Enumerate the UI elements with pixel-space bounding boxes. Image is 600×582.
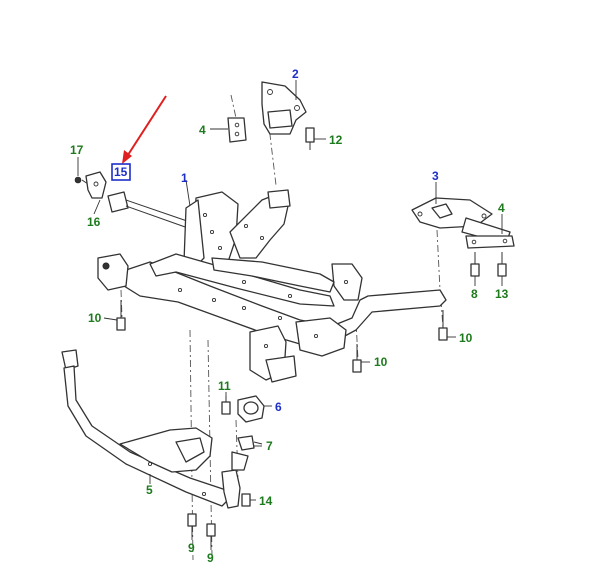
callout-10-left: 10 xyxy=(88,311,102,325)
callout-14: 14 xyxy=(259,494,273,508)
part-clip-7 xyxy=(237,435,263,451)
callout-11: 11 xyxy=(218,379,231,393)
leader-lines xyxy=(77,80,503,550)
callout-6: 6 xyxy=(275,400,282,414)
part-bolts-10 xyxy=(116,300,448,373)
callout-labels: 1 2 3 4 4 5 6 7 8 9 9 10 10 10 11 12 13 … xyxy=(70,67,509,565)
callout-8: 8 xyxy=(471,287,478,301)
callout-3: 3 xyxy=(432,169,439,183)
part-bolt-12 xyxy=(305,127,315,150)
part-upper-mount-bracket xyxy=(261,81,307,135)
callout-16: 16 xyxy=(87,215,101,229)
callout-10-center: 10 xyxy=(374,355,388,369)
callout-7: 7 xyxy=(266,439,273,453)
callout-5: 5 xyxy=(146,483,153,497)
pointer-arrow xyxy=(122,95,167,164)
callout-4-upper: 4 xyxy=(199,123,206,137)
part-lower-cradle xyxy=(61,349,249,509)
callout-15: 15 xyxy=(114,165,128,179)
callout-12: 12 xyxy=(329,133,343,147)
highlight-box-15 xyxy=(111,163,131,181)
part-small-bracket-upper xyxy=(227,117,247,143)
callout-9-left: 9 xyxy=(188,541,195,555)
callout-1: 1 xyxy=(181,171,188,185)
callout-9-right: 9 xyxy=(207,551,214,565)
callout-17: 17 xyxy=(70,143,84,157)
callout-10-right: 10 xyxy=(459,331,473,345)
part-left-small-hardware xyxy=(74,171,191,229)
callout-2: 2 xyxy=(292,67,299,81)
callout-13: 13 xyxy=(495,287,509,301)
part-mount-6-and-bolt-11 xyxy=(221,395,265,423)
callout-4-right: 4 xyxy=(498,201,505,215)
part-bolts-8-13 xyxy=(470,252,507,277)
part-link-plate-right xyxy=(465,235,515,249)
part-main-subframe xyxy=(97,189,447,383)
part-bolts-9-14 xyxy=(187,493,251,546)
